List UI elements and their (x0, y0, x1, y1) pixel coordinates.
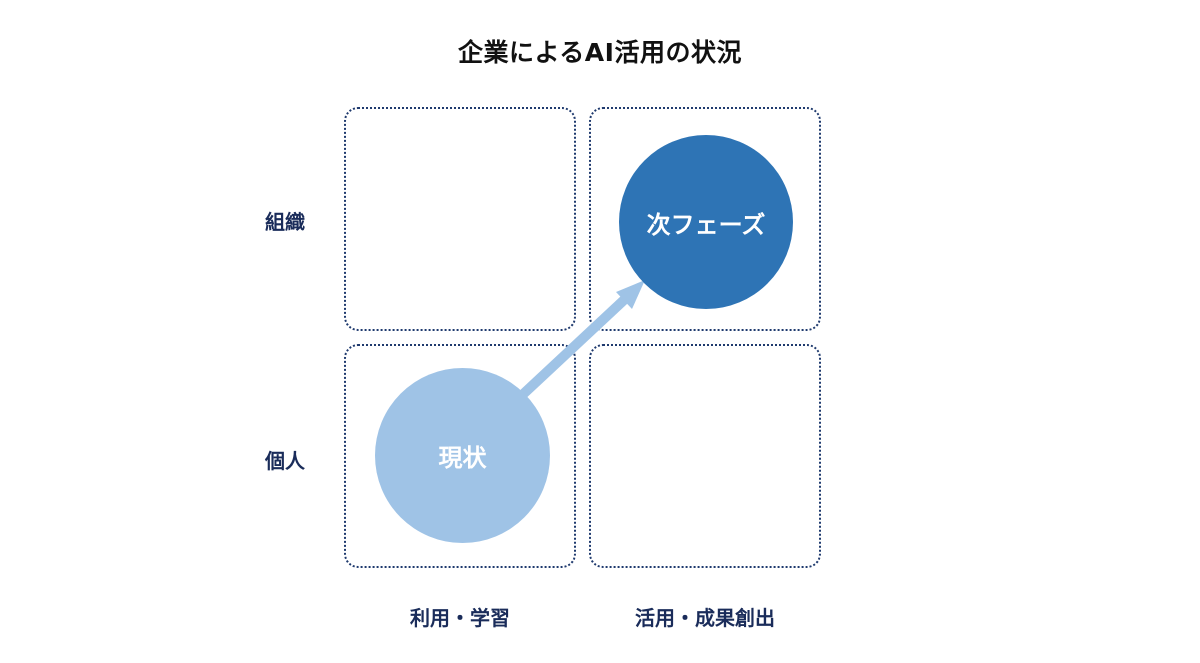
arrow-head (616, 280, 645, 309)
column-label-use-learn: 利用・学習 (410, 606, 510, 630)
next-phase-circle: 次フェーズ (619, 135, 793, 309)
diagram-title: 企業によるAI活用の状況 (458, 38, 742, 67)
arrow-shaft (515, 296, 628, 402)
next-phase-label: 次フェーズ (646, 210, 766, 239)
row-label-individual: 個人 (265, 449, 305, 473)
current-state-circle: 現状 (375, 368, 550, 543)
row-label-organization: 組織 (265, 210, 305, 234)
quadrant-organization-use (344, 107, 576, 331)
quadrant-individual-use (344, 344, 576, 568)
column-label-utilize-results: 活用・成果創出 (635, 606, 775, 630)
quadrant-organization-utilize (589, 107, 821, 331)
current-state-label: 現状 (438, 444, 487, 472)
quadrant-individual-utilize (589, 344, 821, 568)
